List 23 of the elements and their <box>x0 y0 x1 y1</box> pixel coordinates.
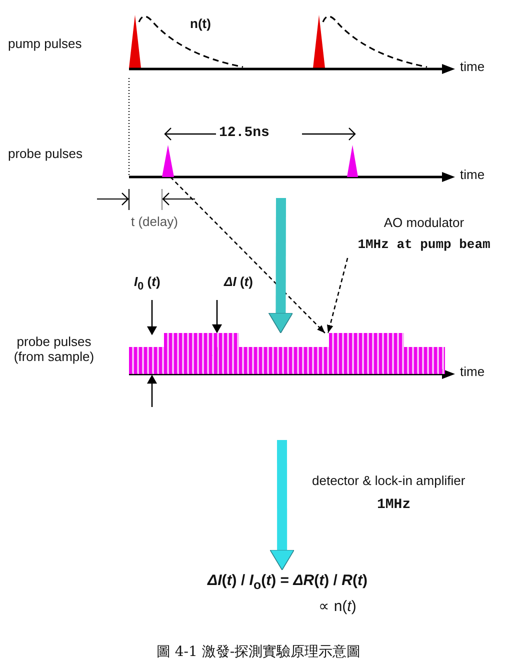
axis-label: time <box>460 60 485 75</box>
dimension-label: I$_{0}$ (t) <box>134 275 160 294</box>
probe-pulse <box>162 145 174 177</box>
block-arrow <box>270 440 294 570</box>
block-arrow <box>268 198 294 334</box>
dashed-arrow <box>170 176 326 334</box>
annotation-text: AO modulator 1MHz at pump beam <box>333 212 515 258</box>
annotation-text: 1MHz <box>377 497 411 514</box>
axis-label: time <box>460 168 485 183</box>
probe-pulse <box>347 145 358 177</box>
axis-label: time <box>460 365 485 380</box>
axis-label: probe pulses <box>8 147 82 162</box>
dimension-label: t (delay) <box>131 215 178 230</box>
annotation-text: detector & lock-in amplifier <box>312 474 466 489</box>
dimension-label: 12.5ns <box>219 125 270 142</box>
dashed-arrow <box>327 258 348 334</box>
axis-label: probe pulses (from sample) <box>12 335 96 365</box>
curve-label: n(t) <box>190 17 211 32</box>
pulse-train <box>129 333 445 374</box>
axis-label: pump pulses <box>8 37 82 52</box>
formula: ΔI(t) / I$_{o}$(t) = ΔR(t) / R(t) ∝ n(t) <box>170 570 405 616</box>
dimension-label: ΔI (t) <box>224 275 253 290</box>
caption: 圖 4-1 激發-探測實驗原理示意圖 <box>155 644 362 660</box>
